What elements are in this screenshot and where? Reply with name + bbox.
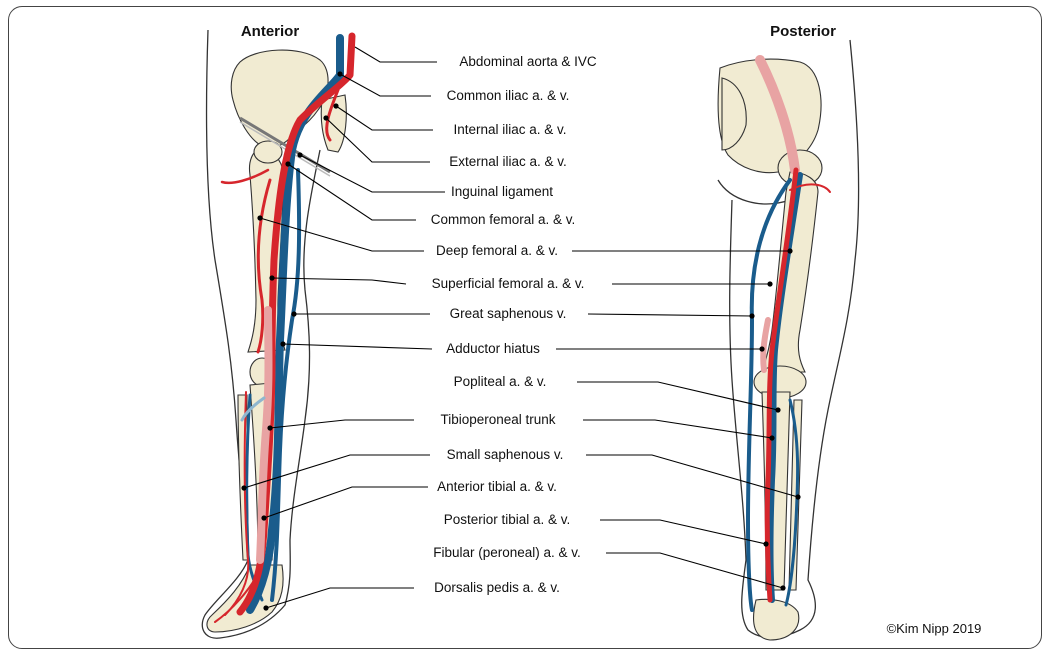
leader-dot-superficial-femoral-anterior bbox=[269, 275, 274, 280]
anterior-pelvis-bone bbox=[231, 50, 328, 148]
leader-popliteal bbox=[577, 382, 778, 410]
leader-dot-deep-femoral-posterior bbox=[787, 248, 792, 253]
label-deep-femoral: Deep femoral a. & v. bbox=[436, 243, 558, 258]
leader-dot-deep-femoral-anterior bbox=[257, 215, 262, 220]
leader-dot-superficial-femoral-posterior bbox=[767, 281, 772, 286]
leader-dot-great-saphenous-posterior bbox=[749, 313, 754, 318]
leader-dot-internal-iliac bbox=[333, 103, 338, 108]
leader-dot-posterior-tibial bbox=[763, 541, 768, 546]
leader-dot-small-saphenous-anterior bbox=[241, 485, 246, 490]
label-posterior-tibial: Posterior tibial a. & v. bbox=[444, 512, 571, 527]
posterior-header: Posterior bbox=[770, 23, 836, 40]
leader-adductor-hiatus-anterior bbox=[283, 344, 432, 349]
leader-dot-popliteal bbox=[775, 407, 780, 412]
leader-tibioperoneal-posterior bbox=[583, 420, 772, 438]
leader-dot-adductor-hiatus-anterior bbox=[280, 341, 285, 346]
leader-dot-dorsalis-pedis bbox=[263, 605, 268, 610]
leader-posterior-tibial bbox=[600, 520, 766, 544]
label-popliteal: Popliteal a. & v. bbox=[454, 374, 547, 389]
leader-dot-adductor-hiatus-posterior bbox=[759, 346, 764, 351]
label-abdominal-aorta: Abdominal aorta & IVC bbox=[459, 54, 597, 69]
label-great-saphenous: Great saphenous v. bbox=[450, 306, 567, 321]
leader-dot-great-saphenous-anterior bbox=[291, 311, 296, 316]
anterior-header: Anterior bbox=[241, 23, 300, 40]
structure-labels: Abdominal aorta & IVC Common iliac a. & … bbox=[431, 54, 597, 595]
label-small-saphenous: Small saphenous v. bbox=[447, 447, 564, 462]
leader-superficial-femoral-anterior bbox=[272, 278, 406, 284]
label-anterior-tibial: Anterior tibial a. & v. bbox=[437, 479, 557, 494]
label-adductor-hiatus: Adductor hiatus bbox=[446, 341, 540, 356]
leader-dot-common-iliac bbox=[337, 71, 342, 76]
label-fibular-peroneal: Fibular (peroneal) a. & v. bbox=[433, 545, 581, 560]
leader-common-iliac bbox=[340, 74, 431, 96]
leader-dot-tibioperoneal-anterior bbox=[267, 425, 272, 430]
label-common-iliac: Common iliac a. & v. bbox=[447, 88, 570, 103]
leader-dot-fibular-peroneal bbox=[780, 585, 785, 590]
leader-great-saphenous-posterior bbox=[588, 314, 752, 316]
leader-dot-anterior-tibial bbox=[261, 515, 266, 520]
leader-dot-tibioperoneal-posterior bbox=[769, 435, 774, 440]
leader-anterior-tibial bbox=[264, 487, 428, 518]
leader-dot-small-saphenous-posterior bbox=[795, 494, 800, 499]
leader-internal-iliac bbox=[336, 106, 433, 130]
leader-dot-common-femoral bbox=[285, 161, 290, 166]
label-common-femoral: Common femoral a. & v. bbox=[431, 212, 576, 227]
leader-abdominal-aorta bbox=[355, 47, 437, 62]
copyright-credit: ©Kim Nipp 2019 bbox=[887, 621, 982, 636]
leader-dot-inguinal-ligament bbox=[297, 152, 302, 157]
leader-fibular-peroneal bbox=[606, 553, 783, 588]
posterior-buttock-outline bbox=[718, 180, 790, 204]
label-internal-iliac: Internal iliac a. & v. bbox=[453, 122, 566, 137]
label-tibioperoneal-trunk: Tibioperoneal trunk bbox=[440, 412, 555, 427]
label-inguinal-ligament: Inguinal ligament bbox=[451, 184, 553, 199]
label-external-iliac: External iliac a. & v. bbox=[449, 154, 567, 169]
leader-dot-external-iliac bbox=[323, 115, 328, 120]
label-superficial-femoral: Superficial femoral a. & v. bbox=[432, 276, 585, 291]
posterior-leg-illustration bbox=[718, 40, 859, 640]
label-dorsalis-pedis: Dorsalis pedis a. & v. bbox=[434, 580, 560, 595]
leader-tibioperoneal-anterior bbox=[270, 420, 414, 428]
